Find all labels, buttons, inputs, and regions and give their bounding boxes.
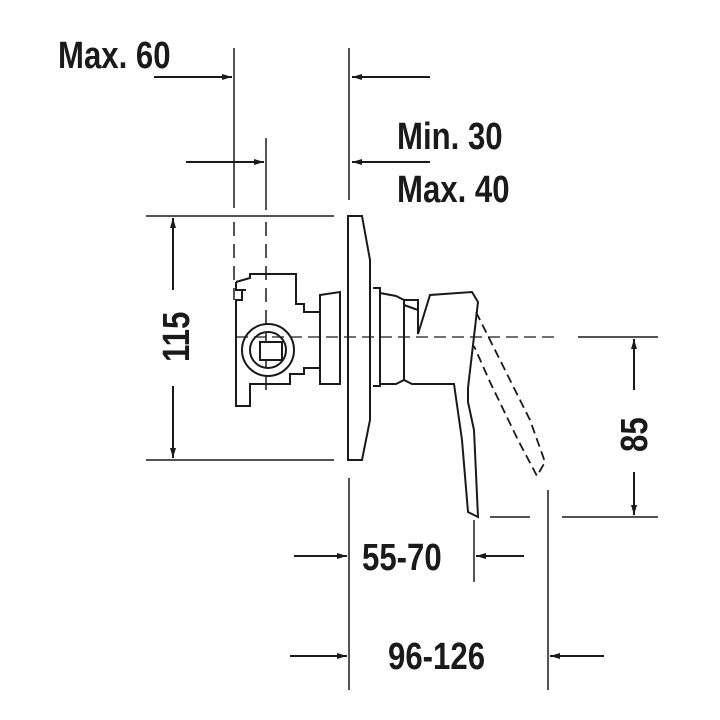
handle bbox=[403, 290, 480, 519]
min-30-label: Min. 30 bbox=[397, 116, 503, 158]
height-85-extension-lines bbox=[490, 336, 658, 518]
lever-open-position bbox=[473, 311, 546, 478]
depth-55-70-label: 55-70 bbox=[362, 537, 442, 579]
height-115-label: 115 bbox=[156, 311, 198, 362]
valve-body bbox=[235, 273, 321, 407]
valve-neck bbox=[319, 290, 341, 385]
height-85-label: 85 bbox=[614, 417, 656, 452]
wall-plate bbox=[347, 215, 405, 461]
max-40-label: Max. 40 bbox=[397, 169, 510, 211]
depth-96-126-label: 96-126 bbox=[388, 636, 486, 678]
height-115-extension-lines bbox=[146, 215, 334, 461]
top-extension-lines bbox=[233, 48, 350, 395]
bottom-extension-lines bbox=[348, 478, 549, 690]
max-60-label: Max. 60 bbox=[58, 35, 171, 77]
